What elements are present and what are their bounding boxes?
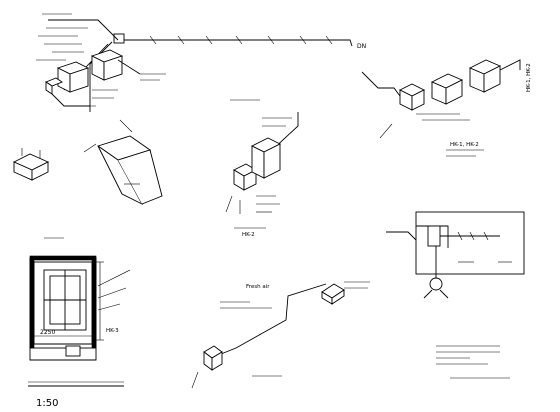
hr-label-mid: HK-2 <box>242 232 255 238</box>
dim-text-a: 2250 <box>40 329 55 336</box>
left-duct-angle <box>83 119 163 206</box>
unit-c <box>468 59 502 93</box>
rooftop-frame <box>386 211 525 299</box>
unit-a <box>398 83 426 111</box>
top-left-pipe-system <box>36 13 353 112</box>
hr-pair-label-mid: HK-1, HK-2 <box>450 142 479 148</box>
scale-label: 1:50 <box>36 398 59 409</box>
left-duct-blocks <box>12 148 50 181</box>
hk-2-unit <box>90 49 124 81</box>
hr-pair-label-top: HK-1, HK-2 <box>526 63 532 92</box>
fresh-air-label: Fresh air <box>246 284 270 290</box>
unit-b <box>430 73 464 105</box>
pipe-end-label: DN <box>357 43 366 50</box>
plan-hr-label: HK-3 <box>106 328 119 334</box>
mid-unit-b <box>250 137 282 179</box>
fresh-air-duct <box>191 281 370 389</box>
middle-unit-system <box>225 99 299 229</box>
hk-1-unit <box>56 61 90 93</box>
top-right-unit-pair <box>361 59 521 139</box>
rooftop-notes <box>436 345 510 379</box>
plan-view <box>29 255 131 361</box>
